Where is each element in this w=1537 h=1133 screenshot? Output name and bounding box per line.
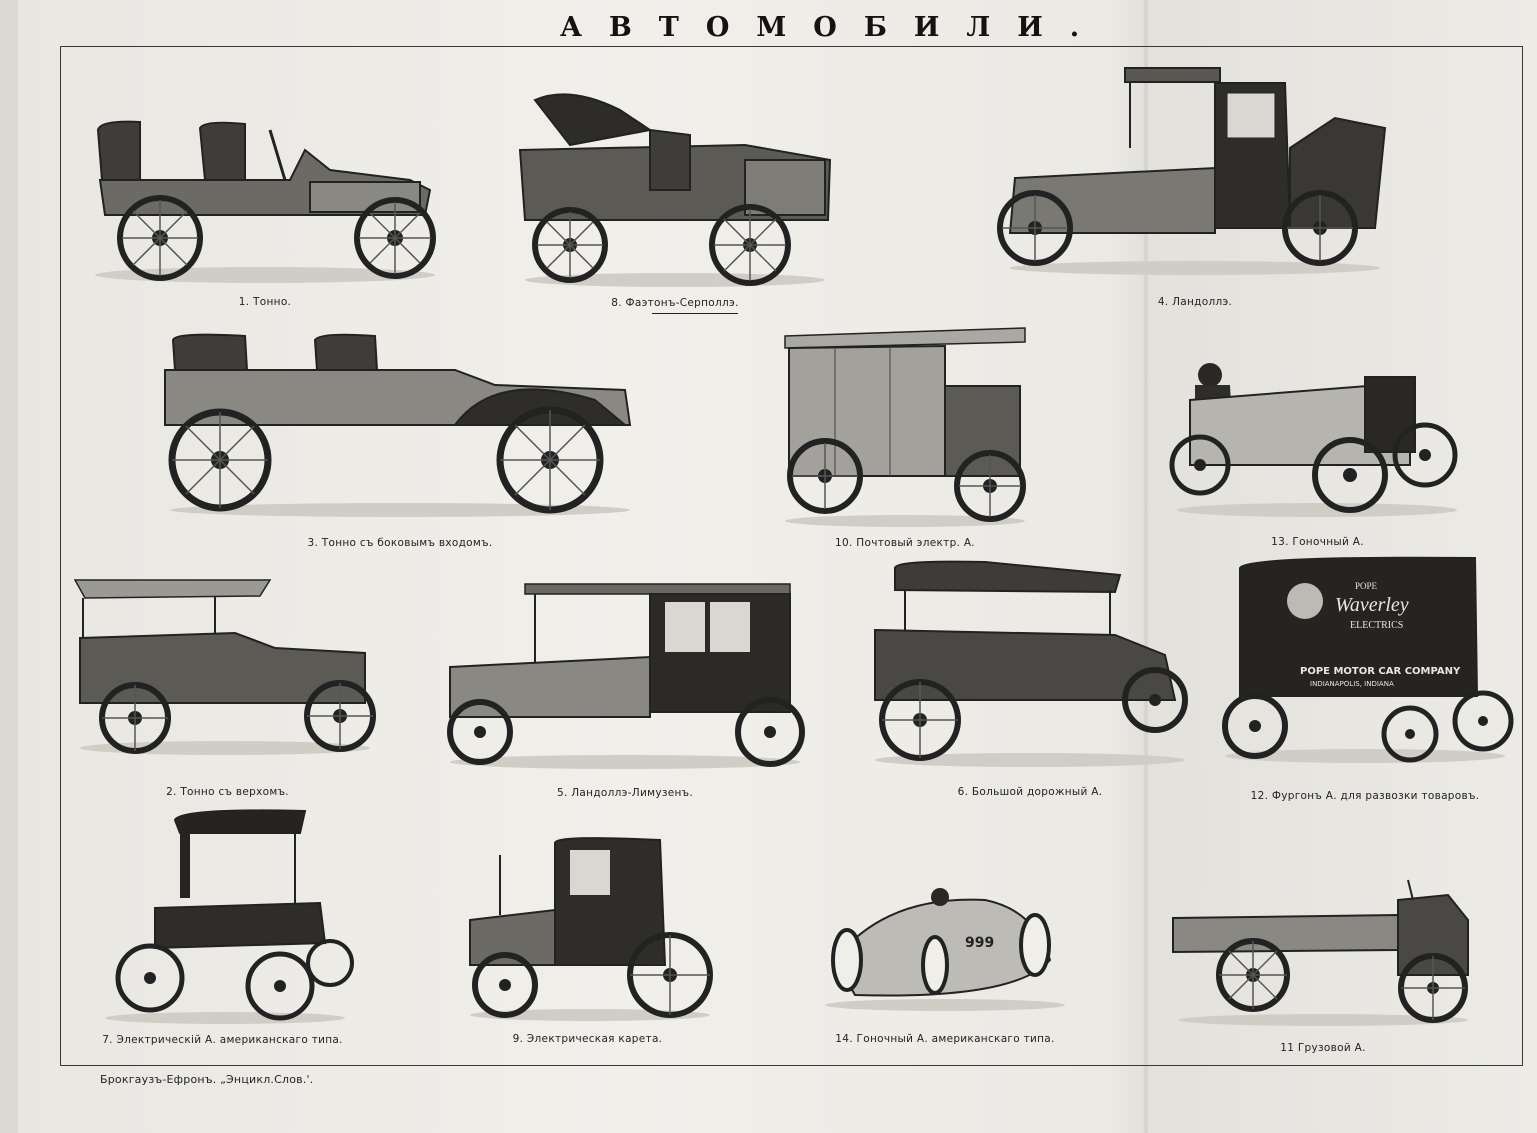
plate-1-tonneau: 1. Тонно. [80, 110, 450, 320]
plate-8-serpollet-phaeton: 8. Фаэтонъ-Серполлэ. [510, 90, 840, 320]
landaulet-limousine-illustration [447, 583, 805, 769]
plate-caption: 10. Почтовый электр. А. [835, 537, 975, 549]
plate-11-lorry: 11 Грузовой А. [1168, 879, 1478, 1060]
illustration-frame [60, 46, 1523, 1066]
plate-caption: 6. Большой дорожный А. [957, 786, 1103, 798]
van-lettering-company: POPE MOTOR CAR COMPANY [1300, 666, 1461, 677]
plate-caption: 8. Фаэтонъ-Серполлэ. [611, 297, 739, 309]
electric-carriage-illustration [469, 837, 713, 1021]
page-fold [1143, 0, 1149, 1133]
american-electric-illustration [105, 809, 354, 1024]
large-touring-car-illustration [874, 560, 1188, 767]
van-lettering-pope: POPE [1355, 581, 1378, 591]
plate-caption: 12. Фургонъ А. для развозки товаровъ. [1250, 790, 1480, 802]
plate-12-delivery-van: POPE Waverley ELECTRICS POPE MOTOR CAR C… [1215, 556, 1515, 804]
page-title: АВТОМОБИЛИ. [560, 12, 1107, 43]
plate-caption: 2. Тонно съ верхомъ. [166, 786, 289, 798]
side-entrance-tonneau-illustration [164, 333, 632, 517]
plate-caption: 1. Тонно. [238, 296, 292, 308]
plate-10-electric-mail-van: 10. Почтовый электр. А. [775, 326, 1035, 556]
plate-caption: 4. Ландоллэ. [1157, 296, 1233, 308]
race-number: 999 [965, 935, 994, 951]
landaulet-illustration [997, 67, 1387, 275]
plate-9-electric-carriage: 9. Электрическая карета. [460, 835, 715, 1045]
delivery-van-illustration: POPE Waverley ELECTRICS POPE MOTOR CAR C… [1222, 556, 1514, 763]
plate-caption: 14. Гоночный А. американскаго типа. [835, 1033, 1055, 1045]
publisher-credit: Брокгаузъ-Ефронъ. „Энцикл.Слов.'. [100, 1073, 314, 1086]
plate-caption: 9. Электрическая карета. [512, 1033, 663, 1045]
american-racer-illustration: 999 [825, 888, 1065, 1011]
plate-caption: 5. Ландоллэ-Лимузенъ. [556, 787, 694, 799]
tonneau-with-top-illustration [73, 579, 376, 755]
serpollet-phaeton-illustration [518, 93, 832, 287]
plate-13-racing-car: 13. Гоночный А. [1169, 355, 1465, 555]
plate-caption: 11 Грузовой А. [1280, 1042, 1366, 1054]
van-lettering-city: INDIANAPOLIS, INDIANA [1310, 680, 1394, 688]
tonneau-illustration [95, 120, 436, 283]
plate-7-american-electric: 7. Электрическiй А. американскаго типа. [95, 808, 354, 1053]
plate-4-landaulet: 4. Ландоллэ. [995, 67, 1395, 318]
plate-caption: 3. Тонно съ боковымъ входомъ. [307, 537, 493, 549]
plate-6-large-touring-car: 6. Большой дорожный А. [865, 560, 1195, 802]
plate-caption: 7. Электрическiй А. американскаго типа. [102, 1034, 343, 1046]
electric-mail-van-illustration [784, 327, 1026, 527]
racing-car-illustration [1169, 363, 1458, 517]
van-lettering-waverley: Waverley [1335, 594, 1409, 616]
plate-14-american-racer: 999 14. Гоночный А. американскаго типа. [815, 885, 1075, 1050]
plate-2-tonneau-with-top: 2. Тонно съ верхомъ. [73, 578, 380, 803]
plate-5-landaulet-limousine: 5. Ландоллэ-Лимузенъ. [440, 582, 810, 804]
plate-3-side-entrance-tonneau: 3. Тонно съ боковымъ входомъ. [155, 330, 645, 555]
caption-underline [652, 313, 738, 314]
plate-caption: 13. Гоночный А. [1271, 536, 1364, 548]
van-lettering-electrics: ELECTRICS [1350, 620, 1403, 631]
lorry-illustration [1172, 879, 1469, 1026]
